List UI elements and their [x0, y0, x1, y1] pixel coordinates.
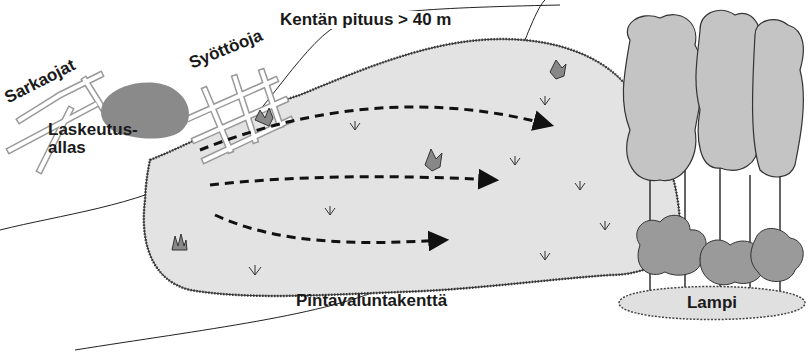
plant: [172, 60, 566, 250]
label: Syöttöoja: [187, 27, 265, 73]
label: Kentän pituus > 40 m: [278, 11, 453, 29]
label: Pintavaluntakenttä: [296, 292, 447, 310]
overland-flow-field: [144, 39, 680, 296]
pond: Lampi: [617, 281, 807, 325]
label: Sarkaojat: [2, 56, 78, 107]
field-edge: [144, 39, 680, 296]
grass-tuft: [249, 96, 610, 275]
label: Laskeutus- allas: [48, 121, 148, 157]
flow-arrow: [200, 107, 550, 243]
pond-label: Lampi: [687, 293, 737, 313]
ditch-grid: [10, 72, 290, 170]
trees: [623, 10, 803, 295]
